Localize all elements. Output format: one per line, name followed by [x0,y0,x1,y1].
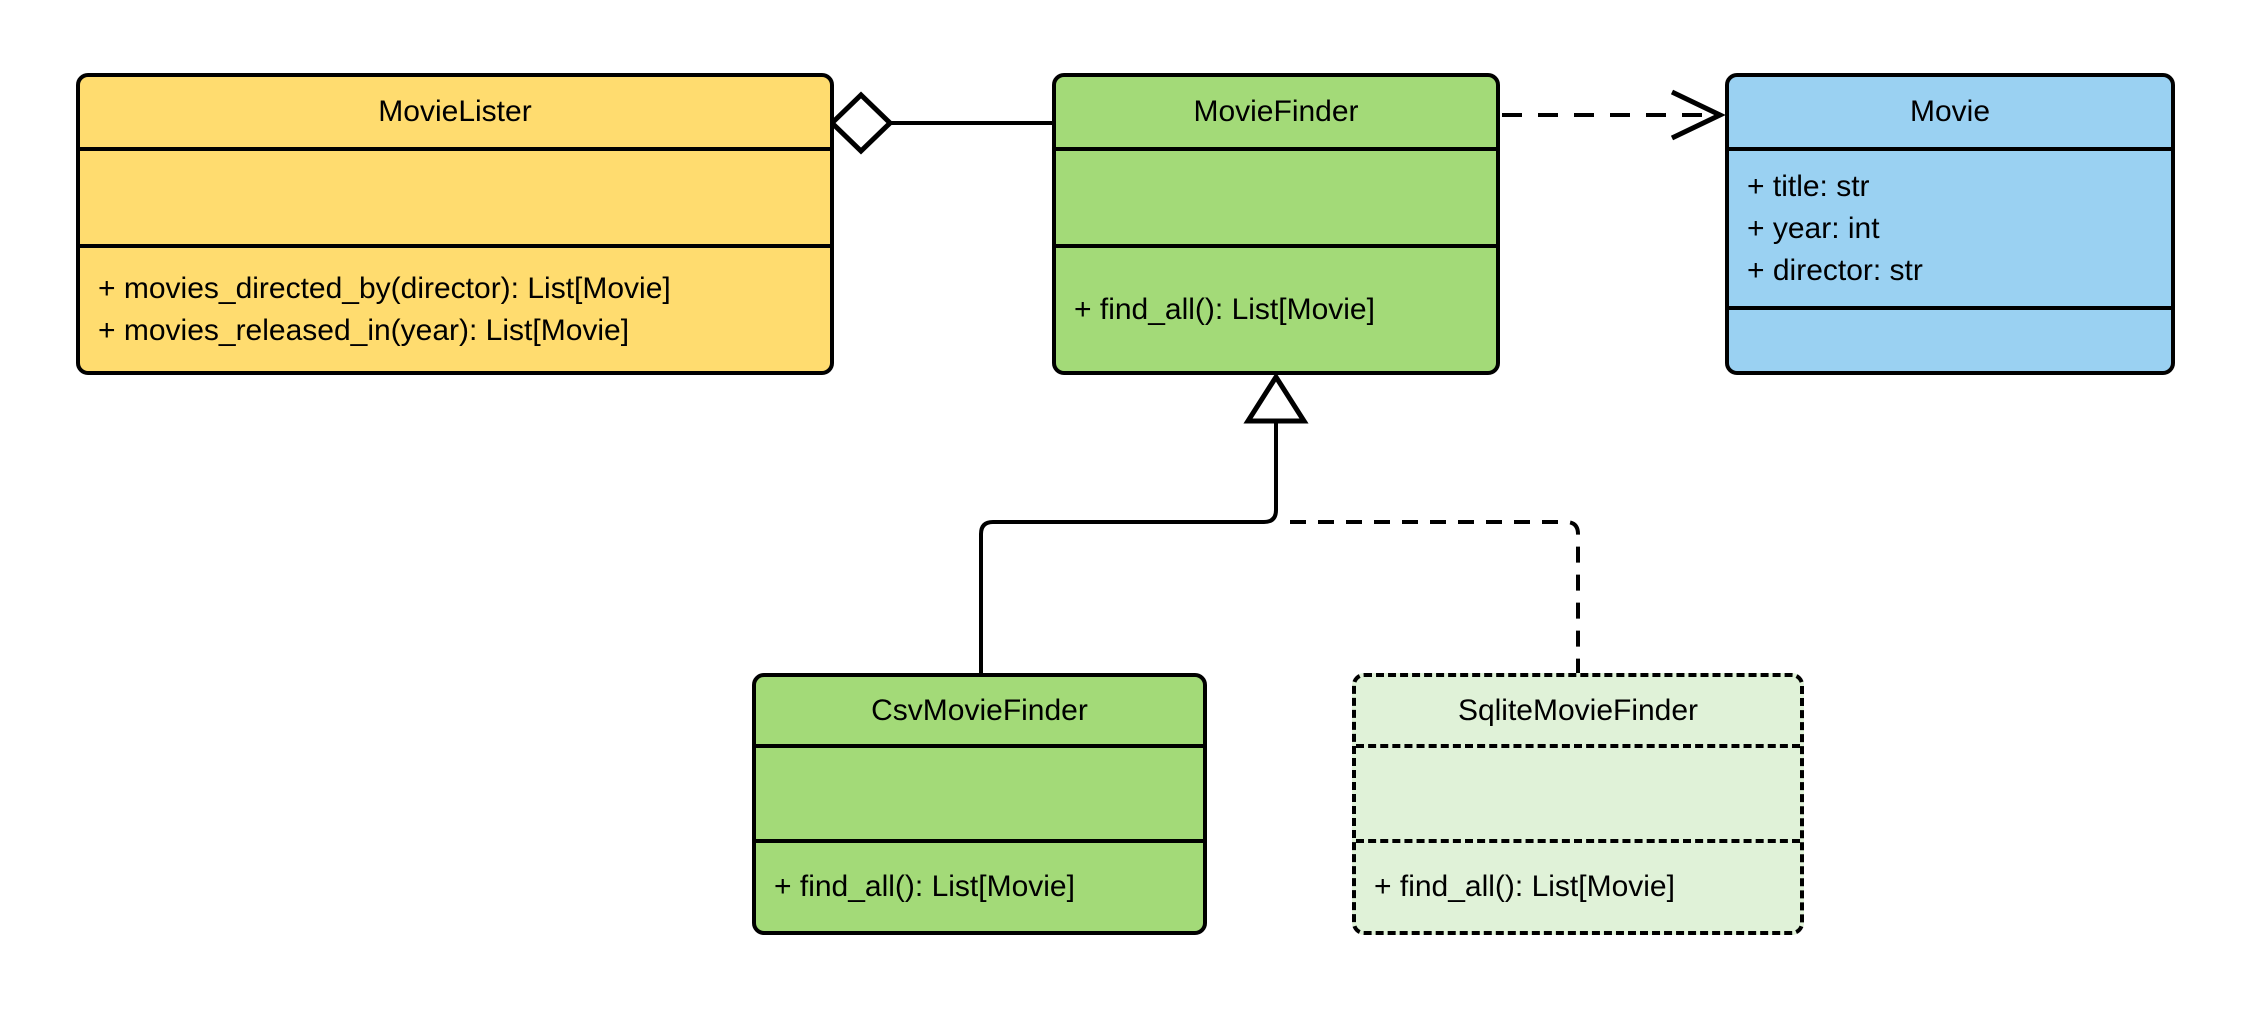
aggregation-diamond-icon [828,91,894,155]
class-methods: + find_all(): List[Movie] [1056,244,1496,371]
method-label: + movies_released_in(year): List[Movie] [98,313,630,347]
method-label: + find_all(): List[Movie] [774,870,1075,903]
method-label: + find_all(): List[Movie] [1074,292,1375,326]
class-name: MovieFinder [1193,95,1359,128]
attribute-label: + title: str [1747,169,1870,203]
class-moviefinder: MovieFinder + find_all(): List[Movie] [1052,73,1500,375]
inheritance-triangle-icon [1243,372,1309,424]
class-attributes [1356,744,1800,839]
class-attributes [756,744,1203,839]
class-methods: + find_all(): List[Movie] [1356,839,1800,931]
method-label: + find_all(): List[Movie] [1374,870,1675,903]
class-attributes [1056,147,1496,244]
class-sqlitemoviefinder: SqliteMovieFinder + find_all(): List[Mov… [1352,673,1804,935]
class-csvmoviefinder: CsvMovieFinder + find_all(): List[Movie] [752,673,1207,935]
class-name: SqliteMovieFinder [1457,693,1699,727]
class-methods: + movies_directed_by(director): List[Mov… [80,244,830,371]
class-name: CsvMovieFinder [871,693,1088,727]
dependency-arrow-icon [1670,89,1726,141]
class-methods [1729,306,2171,371]
class-movie: Movie + title: str + year: int + directo… [1725,73,2175,375]
inheritance-dashed-path [1290,520,1580,675]
class-attributes [80,147,830,244]
attribute-label: + year: int [1747,211,1880,245]
method-label: + movies_directed_by(director): List[Mov… [98,271,671,305]
class-methods: + find_all(): List[Movie] [756,839,1203,931]
attribute-label: + director: str [1747,253,1923,287]
inheritance-solid-path [979,421,1278,675]
class-name: MovieLister [378,95,532,128]
class-movielister: MovieLister + movies_directed_by(directo… [76,73,834,375]
class-attributes: + title: str + year: int + director: str [1729,147,2171,306]
class-name: Movie [1909,95,1991,128]
